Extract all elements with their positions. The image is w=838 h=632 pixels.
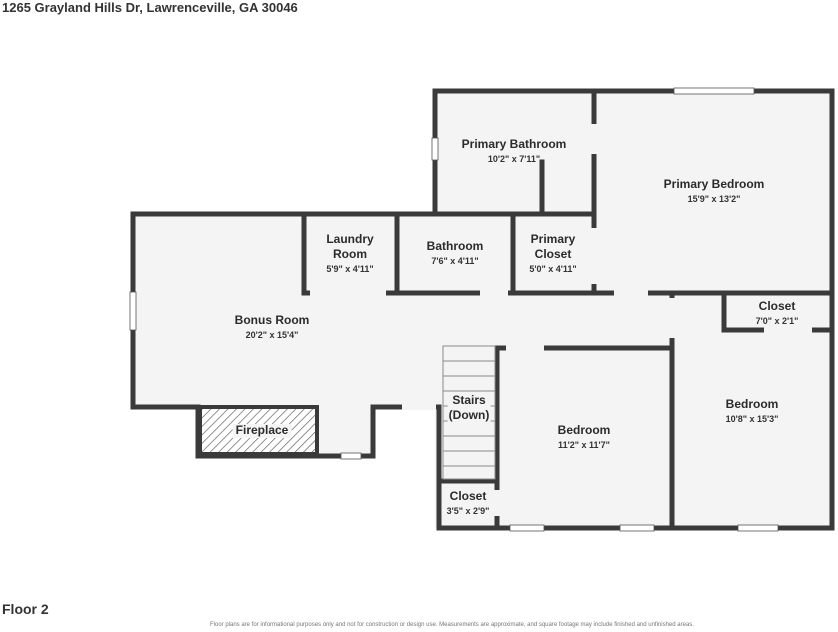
room-bonus-room: Bonus Room 20'2" x 15'4"	[234, 313, 310, 340]
room-name: Bedroom	[557, 423, 611, 437]
room-closet-small: Closet 3'5" x 2'9"	[446, 489, 490, 516]
room-primary-bathroom: Primary Bathroom 10'2" x 7'11"	[461, 137, 567, 164]
room-name: Bonus Room	[234, 313, 310, 327]
room-dimensions: 20'2" x 15'4"	[245, 329, 299, 340]
room-bedroom-right: Bedroom 10'8" x 15'3"	[725, 397, 779, 424]
room-name-line1: Primary	[530, 232, 576, 246]
room-dimensions: 7'6" x 4'11"	[431, 255, 479, 266]
room-bathroom: Bathroom 7'6" x 4'11"	[426, 239, 484, 266]
room-primary-bedroom: Primary Bedroom 15'9" x 13'2"	[663, 177, 765, 204]
room-dimensions: 5'0" x 4'11"	[529, 264, 577, 274]
room-name: Bathroom	[426, 239, 484, 253]
room-laundry: Laundry Room 5'9" x 4'11"	[326, 232, 373, 274]
room-name: Bedroom	[725, 397, 779, 411]
room-name-line2: (Down)	[448, 408, 490, 422]
floor-label: Floor 2	[2, 601, 49, 617]
room-name: Primary Bathroom	[461, 137, 567, 151]
room-dimensions: 3'5" x 2'9"	[446, 505, 490, 516]
room-dimensions: 10'2" x 7'11"	[487, 153, 541, 164]
room-dimensions: 15'9" x 13'2"	[687, 193, 741, 204]
door-openings	[310, 124, 812, 516]
room-dimensions: 7'0" x 2'1"	[755, 315, 799, 326]
room-name-line2: Closet	[534, 247, 572, 261]
room-name-line1: Stairs	[452, 393, 486, 407]
room-name: Fireplace	[235, 423, 289, 437]
room-fireplace: Fireplace	[232, 423, 292, 438]
room-name-line2: Room	[332, 247, 367, 261]
room-dimensions: 10'8" x 15'3"	[725, 413, 779, 424]
room-name: Closet	[449, 489, 487, 503]
windows	[129, 87, 779, 532]
room-name-line1: Laundry	[326, 232, 374, 246]
room-stairs: Stairs (Down)	[447, 393, 491, 423]
room-dimensions: 11'2" x 11'7"	[558, 439, 610, 450]
disclaimer-text: Floor plans are for informational purpos…	[210, 622, 694, 628]
property-address: 1265 Grayland Hills Dr, Lawrenceville, G…	[2, 0, 298, 15]
room-dimensions: 5'9" x 4'11"	[326, 264, 374, 274]
room-primary-closet: Primary Closet 5'0" x 4'11"	[529, 232, 576, 274]
room-bedroom-center: Bedroom 11'2" x 11'7"	[557, 423, 611, 450]
room-name: Closet	[758, 299, 796, 313]
room-name: Primary Bedroom	[663, 177, 765, 191]
room-closet-right: Closet 7'0" x 2'1"	[755, 299, 799, 326]
